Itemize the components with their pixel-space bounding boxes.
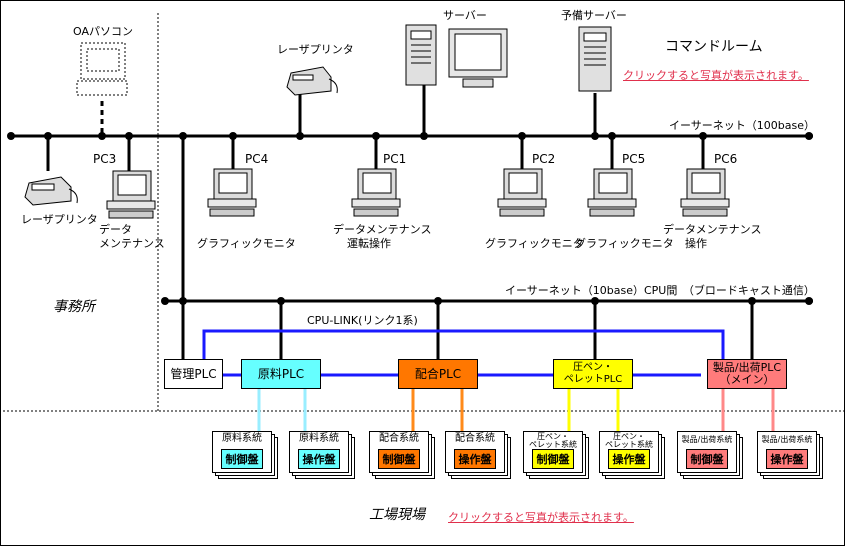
haigo-control-panel[interactable]: 配合系統制御盤 xyxy=(369,431,435,479)
pc2-name: PC2 xyxy=(532,152,556,166)
panel-title: 配合系統 xyxy=(455,433,495,444)
asshin-plc-label-2: ペレットPLC xyxy=(563,374,623,385)
haigo-plc-label: 配合PLC xyxy=(414,367,462,381)
panel-title-1: 圧ペン・ xyxy=(613,432,645,441)
cpu-link-label: CPU-LINK(リンク1系) xyxy=(307,314,418,327)
ethernet-10-label: イーサーネット（10base）CPU間 （ブロードキャスト通信） xyxy=(505,284,815,297)
pc4-desc: グラフィックモニタ xyxy=(197,237,296,250)
pc4-name: PC4 xyxy=(245,152,269,166)
factory-photo-link[interactable]: クリックすると写真が表示されます。 xyxy=(448,511,634,524)
pc1-name: PC1 xyxy=(383,152,407,166)
panel-button: 操作盤 xyxy=(298,449,340,469)
panel-button: 制御盤 xyxy=(221,449,263,469)
genryo-plc-label: 原料PLC xyxy=(257,367,305,381)
pc3-icon[interactable] xyxy=(106,170,156,219)
pc3-desc-1: データ xyxy=(99,223,132,236)
pc3-desc-2: メンテナンス xyxy=(99,237,165,250)
command-room-title: コマンドルーム xyxy=(665,39,763,55)
laser-printer-icon[interactable] xyxy=(24,176,78,206)
pc3-name: PC3 xyxy=(93,152,117,166)
kanri-plc-label: 管理PLC xyxy=(170,367,217,381)
asshin-plc-label-1: 圧ペン・ xyxy=(573,362,613,373)
office-label: 事務所 xyxy=(53,299,95,315)
panel-title: 原料系統 xyxy=(299,433,339,444)
pc6-icon[interactable] xyxy=(680,168,730,217)
laser-printer-left-label: レーザプリンタ xyxy=(21,213,98,226)
kanri-plc[interactable]: 管理PLC xyxy=(164,359,223,389)
haigo-plc[interactable]: 配合PLC xyxy=(398,359,478,389)
panel-title: 原料系統 xyxy=(222,433,262,444)
pc1-desc-1: データメンテナンス xyxy=(333,223,432,236)
pc2-icon[interactable] xyxy=(497,168,547,217)
oa-pc-label: OAパソコン xyxy=(73,25,133,38)
command-room-photo-link[interactable]: クリックすると写真が表示されます。 xyxy=(623,69,809,82)
panel-button: 制御盤 xyxy=(686,449,728,469)
haigo-operation-panel[interactable]: 配合系統操作盤 xyxy=(445,431,511,479)
laser-printer-top-label: レーザプリンタ xyxy=(277,43,354,56)
seihin-operation-panel[interactable]: 製品/出荷系統操作盤 xyxy=(757,431,823,479)
asshin-operation-panel[interactable]: 圧ペン・ペレット系統操作盤 xyxy=(599,431,665,479)
seihin-plc-label-1: 製品/出荷PLC xyxy=(712,361,782,374)
panel-title-2: ペレット系統 xyxy=(529,440,577,449)
asshin-pellet-plc[interactable]: 圧ペン・ペレットPLC xyxy=(553,359,633,389)
oa-pc-icon[interactable] xyxy=(76,42,128,96)
pc5-desc: グラフィックモニタ xyxy=(575,237,674,250)
pc4-icon[interactable] xyxy=(207,168,257,217)
panel-button: 操作盤 xyxy=(608,449,650,469)
factory-label: 工場現場 xyxy=(369,507,425,523)
panel-title: 配合系統 xyxy=(379,433,419,444)
pc6-desc-2: 操作 xyxy=(685,237,707,250)
seihin-control-panel[interactable]: 製品/出荷系統制御盤 xyxy=(677,431,743,479)
pc1-desc-2: 運転操作 xyxy=(347,237,391,250)
pc6-name: PC6 xyxy=(714,152,738,166)
panel-title: 製品/出荷系統 xyxy=(761,435,813,444)
genryo-control-panel[interactable]: 原料系統制御盤 xyxy=(212,431,278,479)
asshin-control-panel[interactable]: 圧ペン・ペレット系統制御盤 xyxy=(523,431,589,479)
panel-title: 製品/出荷系統 xyxy=(681,435,733,444)
panel-button: 制御盤 xyxy=(532,449,574,469)
panel-title-2: ペレット系統 xyxy=(605,440,653,449)
pc2-desc: グラフィックモニタ xyxy=(485,237,584,250)
panel-button: 操作盤 xyxy=(766,449,808,469)
backup-server-icon[interactable] xyxy=(578,26,612,92)
seihin-plc-label-2: （メイン） xyxy=(719,373,775,386)
pc1-icon[interactable] xyxy=(351,168,401,217)
panel-button: 操作盤 xyxy=(454,449,496,469)
pc6-desc-1: データメンテナンス xyxy=(663,223,762,236)
panel-title-1: 圧ペン・ xyxy=(537,432,569,441)
server-icon[interactable] xyxy=(405,24,508,88)
pc5-name: PC5 xyxy=(622,152,646,166)
genryo-plc[interactable]: 原料PLC xyxy=(241,359,321,389)
genryo-operation-panel[interactable]: 原料系統操作盤 xyxy=(289,431,355,479)
ethernet-100-label: イーサーネット（100base） xyxy=(669,119,815,132)
pc5-icon[interactable] xyxy=(587,168,637,217)
seihin-shukka-plc[interactable]: 製品/出荷PLC（メイン） xyxy=(707,359,787,389)
laser-printer-icon[interactable] xyxy=(286,66,338,96)
panel-button: 制御盤 xyxy=(378,449,420,469)
backup-server-label: 予備サーバー xyxy=(561,9,627,22)
server-label: サーバー xyxy=(443,9,487,22)
